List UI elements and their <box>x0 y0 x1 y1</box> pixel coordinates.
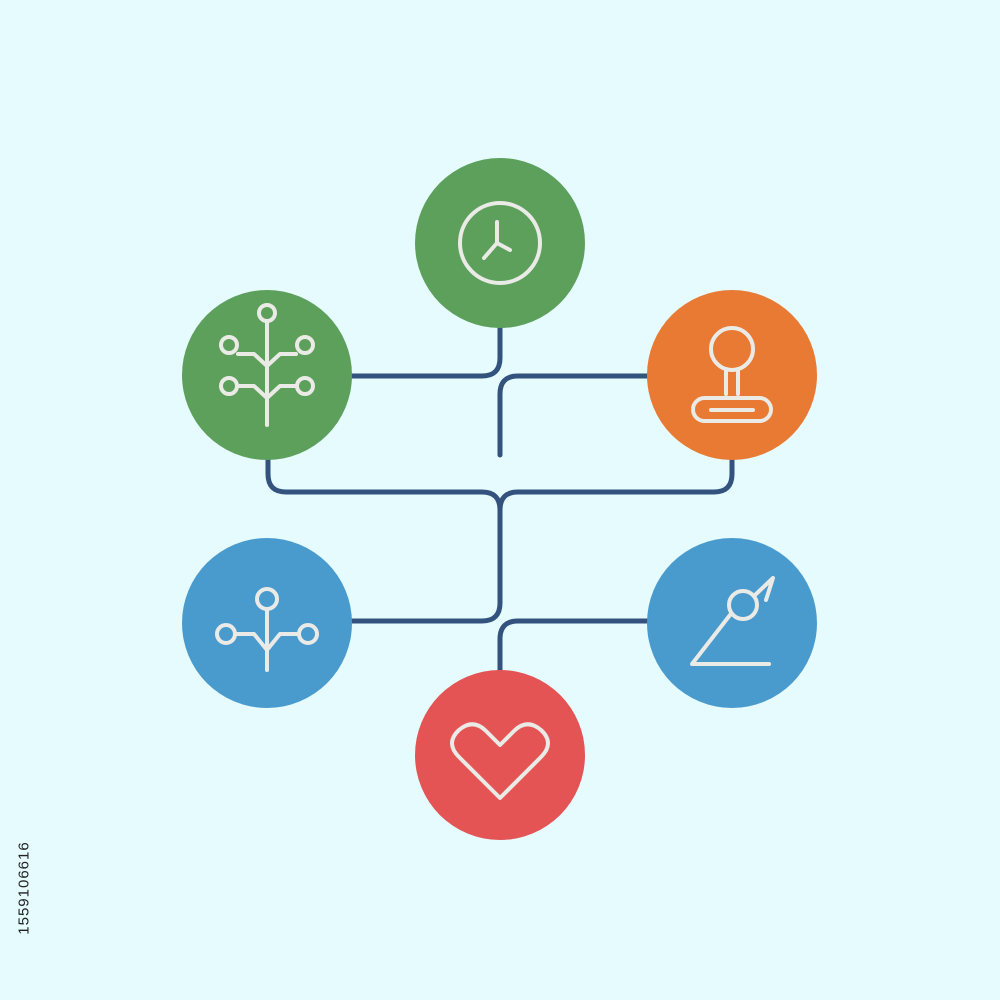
connector-center-to-sprout <box>347 507 503 624</box>
heart-icon <box>450 722 550 800</box>
clock-icon <box>458 201 542 285</box>
stock-id-label: 1559106616 <box>15 841 33 935</box>
sprout-branches-icon <box>215 587 319 672</box>
node-pin <box>647 538 817 708</box>
node-stamp <box>647 290 817 460</box>
node-tree <box>182 290 352 460</box>
connector-pin-to-heart <box>497 618 651 675</box>
tree-branches-icon <box>219 303 315 427</box>
connector-stamp-to-center <box>497 373 651 458</box>
pushpin-icon <box>690 576 775 666</box>
node-stamp-circle <box>647 290 817 460</box>
connector-lines <box>265 322 735 675</box>
node-clock <box>415 158 585 328</box>
node-sprout <box>182 538 352 708</box>
node-heart-circle <box>415 670 585 840</box>
connector-tree-to-stamp <box>265 455 735 513</box>
node-heart <box>415 670 585 840</box>
node-pin-circle <box>647 538 817 708</box>
stamp-icon <box>691 326 773 423</box>
connector-clock-to-tree <box>347 322 503 379</box>
